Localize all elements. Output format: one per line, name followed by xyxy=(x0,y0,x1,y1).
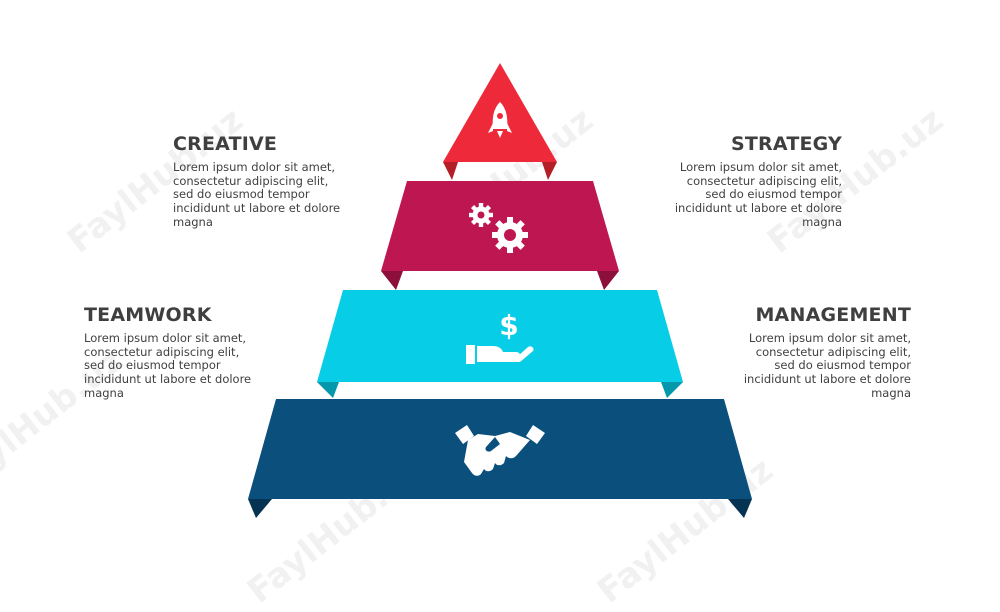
fold-left xyxy=(381,271,403,290)
section-title: STRATEGY xyxy=(731,133,842,155)
fold-left xyxy=(317,382,339,398)
infographic-slide: FaylHub.uz FaylHub.uz FaylHub.uz FaylHub… xyxy=(0,63,951,612)
text-block-strategy: STRATEGY Lorem ipsum dolor sit amet, con… xyxy=(667,133,842,230)
svg-text:$: $ xyxy=(499,309,518,342)
text-block-teamwork: TEAMWORK Lorem ipsum dolor sit amet, con… xyxy=(84,304,259,401)
pyramid-level-management xyxy=(248,399,752,518)
fold-right xyxy=(597,271,619,290)
fold-right xyxy=(728,499,752,518)
section-description: Lorem ipsum dolor sit amet, consectetur … xyxy=(743,331,911,400)
section-description: Lorem ipsum dolor sit amet, consectetur … xyxy=(84,331,252,400)
fold-right xyxy=(542,162,557,180)
pyramid-level-creative xyxy=(443,63,557,180)
section-title: TEAMWORK xyxy=(84,304,212,326)
text-block-creative: CREATIVE Lorem ipsum dolor sit amet, con… xyxy=(173,133,348,230)
fold-left xyxy=(443,162,458,180)
fold-left xyxy=(248,499,272,518)
handshake-icon xyxy=(455,425,545,476)
money-hand-icon: $ xyxy=(466,309,534,364)
gears-icon xyxy=(469,203,528,253)
section-title: MANAGEMENT xyxy=(755,304,911,326)
pyramid-level-strategy xyxy=(381,181,619,290)
section-title: CREATIVE xyxy=(173,133,278,155)
level-shape xyxy=(317,290,683,382)
text-block-management: MANAGEMENT Lorem ipsum dolor sit amet, c… xyxy=(736,304,911,401)
section-description: Lorem ipsum dolor sit amet, consectetur … xyxy=(173,160,341,229)
pyramid-level-teamwork: $ xyxy=(317,290,683,398)
section-description: Lorem ipsum dolor sit amet, consectetur … xyxy=(674,160,842,229)
fold-right xyxy=(661,382,683,398)
pyramid-diagram: $ xyxy=(248,63,752,518)
rocket-icon xyxy=(488,102,512,138)
